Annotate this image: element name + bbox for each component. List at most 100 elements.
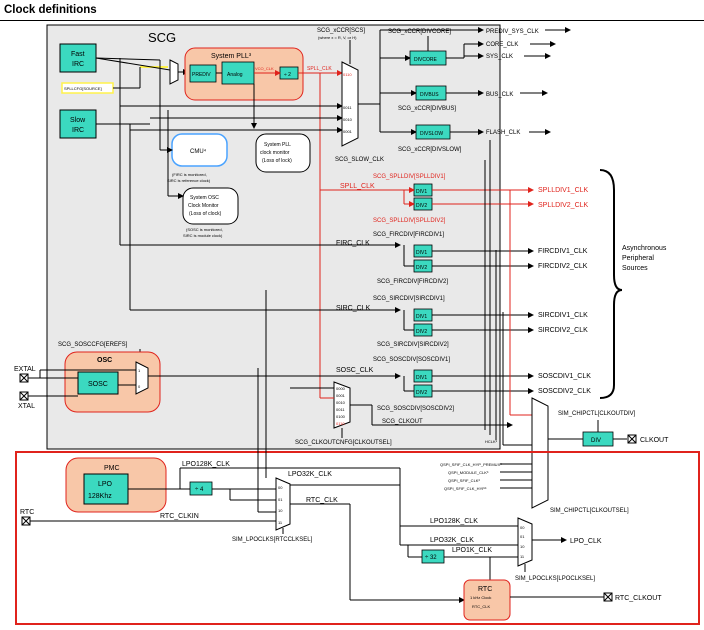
rtc-clk-in-label: RTC_CLK bbox=[472, 604, 490, 609]
divslow-label: DIVSLOW bbox=[420, 131, 443, 137]
core-clk: CORE_CLK bbox=[486, 42, 518, 48]
osc-monitor-l1: System OSC bbox=[190, 195, 219, 201]
osc-mux-in0: 0 bbox=[138, 384, 141, 389]
spll-clk-label: SPLL_CLK bbox=[340, 183, 375, 190]
divbus-label: DIVBUS bbox=[420, 92, 439, 98]
analog-label: Analog bbox=[227, 72, 243, 78]
fircdiv1-clk: FIRCDIV1_CLK bbox=[538, 248, 588, 255]
system-pll-title: System PLL³ bbox=[211, 53, 252, 60]
rtc-sel-mux bbox=[275, 477, 291, 531]
rtc-clkin-label: RTC_CLKIN bbox=[160, 513, 199, 520]
clkout-mux-0010: 0010 bbox=[336, 400, 346, 405]
rtc-clkout-label: RTC_CLKOUT bbox=[615, 595, 662, 602]
soscdiv1-clk: SOSCDIV1_CLK bbox=[538, 373, 591, 380]
lpo-mux-01: 01 bbox=[520, 534, 525, 539]
ext-line-4: QSPI_SFIF_CLK_HYP⁶ bbox=[444, 486, 487, 491]
osc-monitor-l2: Clock Monitor bbox=[188, 203, 219, 209]
slow-irc-box bbox=[59, 109, 97, 139]
cmu-note-1: (FIRC is monitored, bbox=[172, 172, 207, 177]
clkout-label: CLKOUT bbox=[640, 437, 669, 444]
xccr-divslow-label: SCG_xCCR[DIVSLOW] bbox=[398, 147, 462, 153]
firc-div1-label: DIV1 bbox=[416, 250, 427, 256]
sosc-div1-label: DIV1 bbox=[416, 375, 427, 381]
lpo128k-label: LPO128K_CLK bbox=[182, 461, 230, 468]
div32-label: ÷ 32 bbox=[425, 555, 437, 561]
rtc-mux-10: 10 bbox=[278, 508, 283, 513]
firc-div2-reg: SCG_FIRCDIV[FIRCDIV2] bbox=[377, 279, 448, 285]
scs-mux-0011: 0011 bbox=[343, 105, 352, 110]
lpo128k-b-label: LPO128K_CLK bbox=[430, 518, 478, 525]
splldiv1-clk: SPLLDIV1_CLK bbox=[538, 187, 589, 194]
pll-src-mux bbox=[169, 59, 179, 85]
lposel-label: SIM_LPOCLKS[LPOCLKSEL] bbox=[515, 576, 595, 582]
ext-line-3: QSPI_SFIF_CLK⁶ bbox=[448, 478, 480, 483]
sosc-div1-reg: SCG_SOSCDIV[SOSCDIV1] bbox=[373, 357, 450, 363]
spll-div1-reg: SCG_SPLLDIV[SPLLDIV1] bbox=[373, 174, 446, 180]
clkout-mux bbox=[333, 381, 351, 429]
spll-clk-top-label: SPLL_CLK bbox=[307, 66, 332, 72]
scs-mux-0001: 0001 bbox=[343, 129, 353, 134]
osc-mux-in1: 1 bbox=[138, 368, 141, 373]
xtal-label: XTAL bbox=[18, 403, 35, 410]
fircdiv2-clk: FIRCDIV2_CLK bbox=[538, 263, 588, 270]
async-line2: Peripheral bbox=[622, 255, 654, 262]
xccr-scs-label: SCG_xCCR[SCS] bbox=[317, 28, 365, 34]
fast-irc-line2: IRC bbox=[72, 61, 84, 68]
sirc-div1-label: DIV1 bbox=[416, 314, 427, 320]
sys-clk: SYS_CLK bbox=[486, 54, 513, 60]
rtc-1khz-label: 1 kHz Clock bbox=[470, 595, 491, 600]
osc-monitor bbox=[182, 187, 239, 225]
div4-label: ÷ 4 bbox=[195, 487, 204, 493]
sosc-label: SOSC bbox=[88, 381, 108, 388]
chipctl-sel-label: SIM_CHIPCTL[CLKOUTSEL] bbox=[550, 508, 629, 514]
clkout-mux-0011: 0011 bbox=[336, 407, 345, 412]
scs-mux bbox=[341, 61, 359, 147]
firc-div2-label: DIV2 bbox=[416, 265, 427, 271]
lpo-clk-label: LPO_CLK bbox=[570, 538, 602, 545]
lpo-box bbox=[83, 473, 129, 505]
firc-clk-label: FIRC_CLK bbox=[336, 240, 370, 247]
lpo32k-label: LPO32K_CLK bbox=[288, 471, 332, 478]
lpo-mux-10: 10 bbox=[520, 544, 525, 549]
async-brace bbox=[599, 169, 623, 399]
firc-div1-reg: SCG_FIRCDIV[FIRCDIV1] bbox=[373, 232, 444, 238]
ext-line-2: QSPI_MODULE_CLK⁶ bbox=[448, 470, 489, 475]
rtc-mux-00: 00 bbox=[278, 485, 283, 490]
sirc-div2-reg: SCG_SIRCDIV[SIRCDIV2] bbox=[377, 342, 449, 348]
sirc-div1-reg: SCG_SIRCDIV[SIRCDIV1] bbox=[373, 296, 445, 302]
flash-clk: FLASH_CLK bbox=[486, 130, 520, 136]
hclk-label: HCLK⁵ bbox=[485, 439, 498, 444]
sosc-div2-reg: SCG_SOSCDIV[SOSCDIV2] bbox=[377, 406, 454, 412]
prediv-label: PREDIV bbox=[192, 72, 211, 78]
pll-monitor-l3: (Loss of lock) bbox=[262, 158, 292, 164]
sosc-clk-label: SOSC_CLK bbox=[336, 367, 374, 374]
page-title: Clock definitions bbox=[4, 4, 97, 16]
pmc-label: PMC bbox=[104, 465, 120, 472]
lower-frame bbox=[15, 451, 700, 625]
osc-label: OSC bbox=[97, 357, 112, 364]
sircdiv2-clk: SIRCDIV2_CLK bbox=[538, 327, 588, 334]
vco-clk-label: VCO_CLK bbox=[255, 66, 274, 71]
title-rule bbox=[0, 20, 704, 21]
scg-slow-clk-label: SCG_SLOW_CLK bbox=[335, 157, 384, 163]
divcore-label: DIVCORE bbox=[414, 57, 437, 63]
sosc-div2-label: DIV2 bbox=[416, 390, 427, 396]
rtc-block-label: RTC bbox=[478, 586, 492, 593]
slow-irc-line1: Slow bbox=[70, 117, 86, 124]
soscfg-label: SCG_SOSCCFG[EREFS] bbox=[58, 342, 128, 348]
spll-div2-label: DIV2 bbox=[416, 203, 427, 209]
splldiv2-clk: SPLLDIV2_CLK bbox=[538, 202, 589, 209]
sircdiv1-clk: SIRCDIV1_CLK bbox=[538, 312, 588, 319]
cmu-label: CMU⁴ bbox=[190, 148, 207, 155]
rtcclksel-label: SIM_LPOCLKS[RTCCLKSEL] bbox=[232, 537, 313, 543]
pll-monitor-l1: System PLL bbox=[264, 142, 291, 148]
async-line3: Sources bbox=[622, 265, 648, 272]
rtc-pin-label: RTC bbox=[20, 509, 34, 516]
clkoutcnfg-label: SCG_CLKOUTCNFG[CLKOUTSEL] bbox=[295, 440, 392, 446]
sirc-clk-label: SIRC_CLK bbox=[336, 305, 371, 312]
prediv-sys-clk: PREDIV_SYS_CLK bbox=[486, 29, 539, 35]
scs-mux-0010: 0010 bbox=[343, 117, 353, 122]
scg-label: SCG bbox=[148, 30, 176, 45]
osc-mux bbox=[135, 361, 149, 395]
